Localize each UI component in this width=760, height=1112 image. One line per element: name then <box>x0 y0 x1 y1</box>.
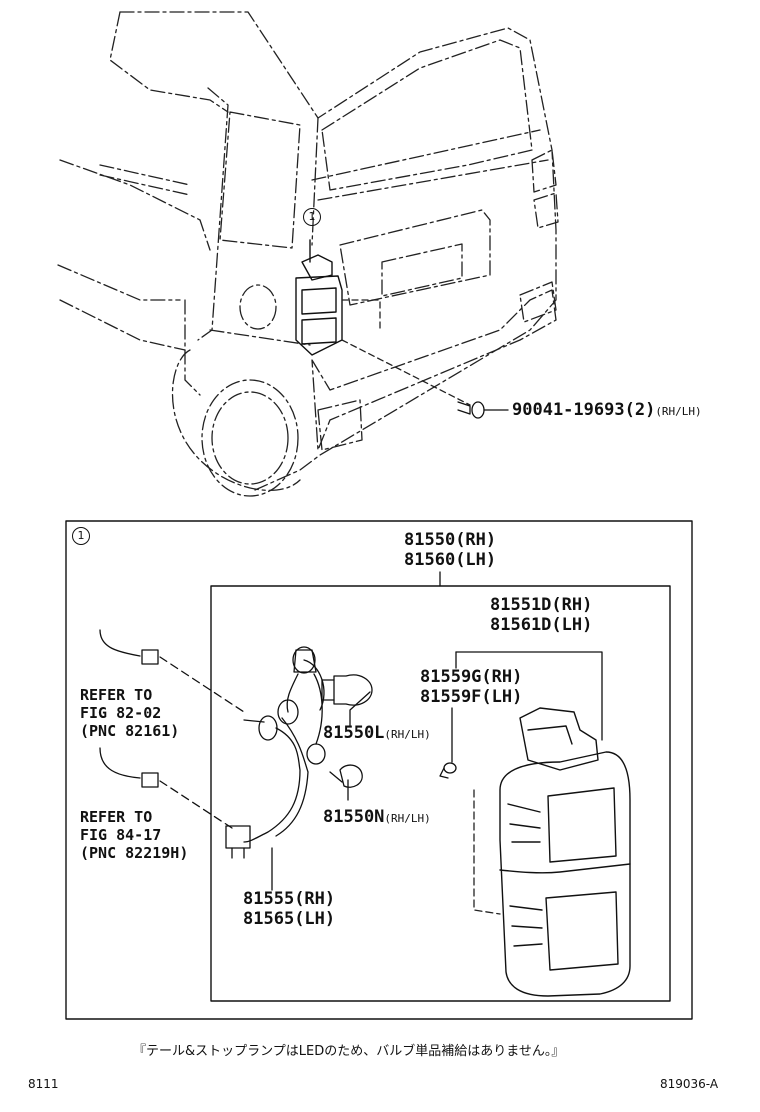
vehicle-rear-illustration <box>57 11 559 497</box>
socket-rh-number: 81555 <box>243 889 295 909</box>
ref2-line2: FIG 84-17 <box>80 826 162 844</box>
clip-rh-number: 81559G <box>420 667 482 687</box>
footer-right: 819036-A <box>660 1077 719 1091</box>
clip-part-lh: 81559F(LH) <box>420 689 522 706</box>
detail-box <box>65 520 693 1020</box>
ref2-line3: (PNC 82219H) <box>80 844 189 862</box>
footer-left: 8111 <box>28 1077 59 1091</box>
connector-harness-art <box>99 629 245 829</box>
bulb-n-number: 81550N <box>323 807 385 827</box>
socket-wire-art <box>225 646 326 859</box>
assembly-part-rh: 81550(RH) <box>404 532 496 549</box>
assembly-lh-number: 81560 <box>404 550 456 570</box>
clip-lh-number: 81559F <box>420 687 482 707</box>
ref1-line1: REFER TO <box>80 686 153 704</box>
socket-lh-number: 81565 <box>243 909 295 929</box>
clip-part-rh: 81559G(RH) <box>420 669 522 686</box>
ref2-line1: REFER TO <box>80 808 153 826</box>
bulb-l-side: (RH/LH) <box>384 728 431 741</box>
screw-number: 90041-19693 <box>512 400 625 420</box>
assembly-lh-side: (LH) <box>455 550 497 570</box>
assembly-part-lh: 81560(LH) <box>404 552 496 569</box>
lens-rh-number: 81551D <box>490 595 552 615</box>
lens-body-part-rh: 81551D(RH) <box>490 597 592 614</box>
bulb-n-side: (RH/LH) <box>384 812 431 825</box>
lens-lh-number: 81561D <box>490 615 552 635</box>
lens-lh-side: (LH) <box>551 615 593 635</box>
socket-wire-part-lh: 81565(LH) <box>243 911 335 928</box>
clip-lh-side: (LH) <box>481 687 523 707</box>
bulb-l-icon <box>321 674 373 706</box>
assembly-rh-side: (RH) <box>455 530 497 550</box>
screw-qty: (2) <box>624 400 656 420</box>
ref1-line2: FIG 82-02 <box>80 704 162 722</box>
screw-part-number: 90041-19693(2)(RH/LH) <box>512 402 702 419</box>
ref1-line3: (PNC 82161) <box>80 722 180 740</box>
japanese-note: 『テール&ストップランプはLEDのため、バルブ単品補給はありません。』 <box>133 1044 565 1059</box>
socket-rh-side: (RH) <box>294 889 336 909</box>
lens-rh-side: (RH) <box>551 595 593 615</box>
callout-marker-top: 1 <box>303 208 321 226</box>
screw-icon <box>457 401 509 419</box>
lens-body-illustration <box>499 707 631 997</box>
bulb-n-part: 81550N(RH/LH) <box>323 809 431 826</box>
lens-body-part-lh: 81561D(LH) <box>490 617 592 634</box>
clip-icon <box>439 762 457 779</box>
socket-lh-side: (LH) <box>294 909 336 929</box>
socket-wire-part-rh: 81555(RH) <box>243 891 335 908</box>
bulb-l-part: 81550L(RH/LH) <box>323 725 431 742</box>
clip-rh-side: (RH) <box>481 667 523 687</box>
screw-side: (RH/LH) <box>655 405 702 418</box>
bulb-l-number: 81550L <box>323 723 385 743</box>
callout-marker-detail: 1 <box>72 527 90 545</box>
bulb-n-icon <box>329 764 363 788</box>
assembly-rh-number: 81550 <box>404 530 456 550</box>
